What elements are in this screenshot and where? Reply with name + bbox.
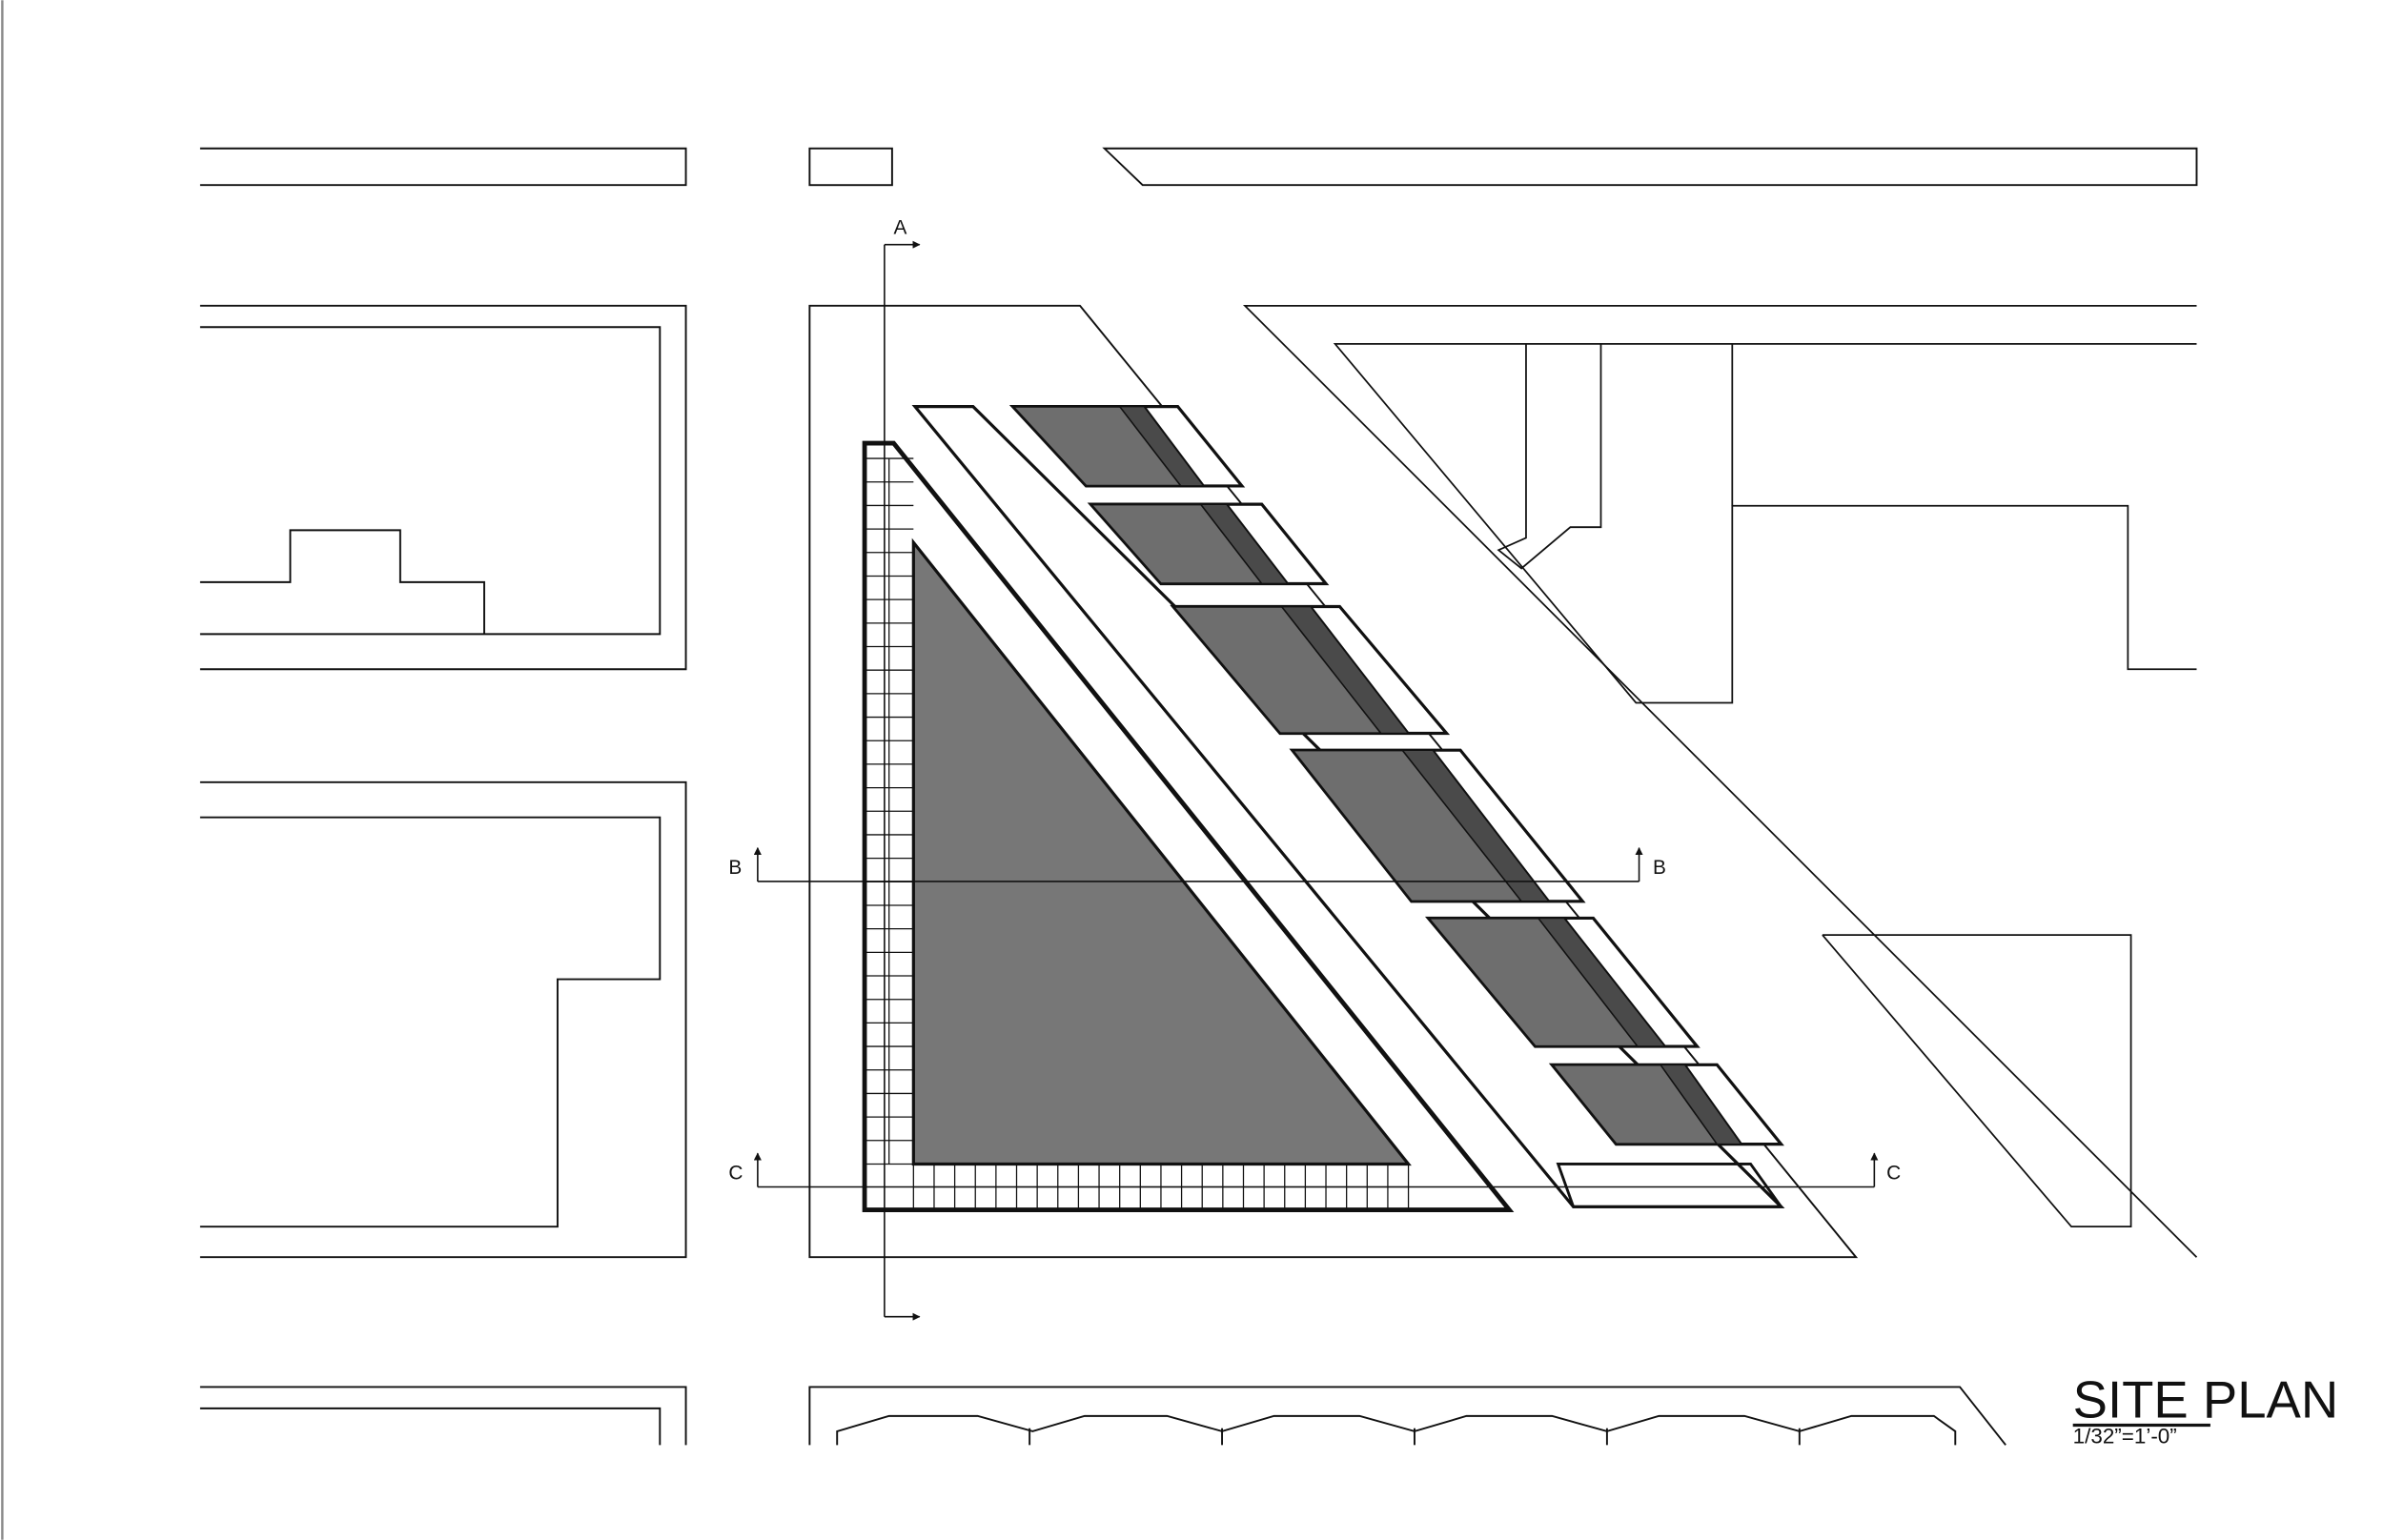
panel-row-1: [1008, 404, 1246, 488]
left-block-middle: [199, 780, 687, 1259]
street-edge-top: [199, 147, 2198, 187]
section-label-b-right: B: [1653, 857, 1666, 879]
section-label-c-right: C: [1886, 1162, 1901, 1184]
right-block-lower: [1822, 934, 2132, 1228]
panel-row-6: [1548, 1063, 1784, 1146]
left-block-lower: [199, 1386, 687, 1446]
site-boundary: [808, 304, 1859, 1259]
drawing-title: SITE PLAN: [2073, 1370, 2339, 1429]
section-label-a: A: [894, 217, 907, 239]
section-line-a: [884, 240, 921, 1321]
panel-row-2: [1087, 502, 1330, 586]
drawing-scale: 1/32”=1’-0”: [2073, 1425, 2177, 1449]
bottom-parking-block: [808, 1386, 2006, 1446]
right-block-upper: [1242, 304, 2198, 1258]
panel-row-5: [1424, 916, 1701, 1048]
section-line-b: [753, 846, 1643, 882]
panel-row-4: [1289, 748, 1586, 903]
section-label-c-left: C: [728, 1162, 743, 1184]
grid-strip-left: [865, 457, 914, 1165]
panel-row-3: [1170, 604, 1451, 736]
section-line-c: [753, 1152, 1879, 1188]
walkway-lower-step: [1556, 1163, 1784, 1208]
left-block-upper: [199, 304, 687, 671]
section-label-b-left: B: [728, 857, 742, 879]
